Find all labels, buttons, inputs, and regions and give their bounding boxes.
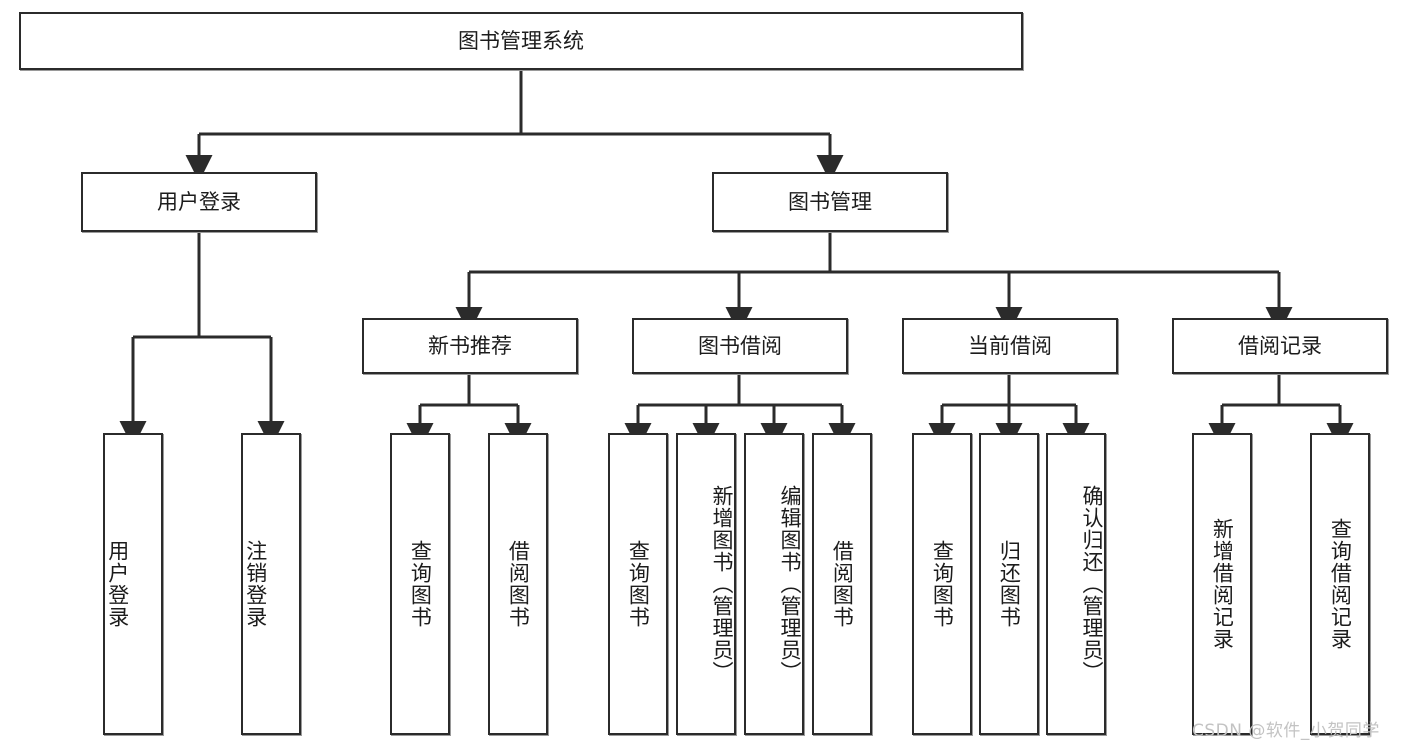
leaf-user-login[interactable]: 用户登录 [103,433,163,735]
watermark-text: CSDN @软件_小贺同学 [1192,721,1380,741]
node-label: 确认归还（管理员） [1080,485,1104,683]
node-label: 查询图书 [626,540,651,628]
node-label: 编辑图书（管理员） [778,485,802,683]
node-label: 查询借阅记录 [1328,518,1353,650]
node-new-book-recommendation[interactable]: 新书推荐 [362,318,578,374]
leaf-return-book[interactable]: 归还图书 [979,433,1039,735]
leaf-borrow-book[interactable]: 借阅图书 [812,433,872,735]
node-borrow-record[interactable]: 借阅记录 [1172,318,1388,374]
leaf-edit-book-admin[interactable]: 编辑图书（管理员） [744,433,804,735]
node-label: 归还图书 [997,540,1022,628]
node-label: 新书推荐 [428,333,512,358]
leaf-confirm-return-admin[interactable]: 确认归还（管理员） [1046,433,1106,735]
node-book-management[interactable]: 图书管理 [712,172,948,232]
leaf-logout[interactable]: 注销登录 [241,433,301,735]
node-label: 用户登录 [157,189,241,214]
leaf-add-borrow-record[interactable]: 新增借阅记录 [1192,433,1252,735]
node-label: 图书借阅 [698,333,782,358]
node-label: 图书管理系统 [458,28,584,53]
node-label: 借阅图书 [506,540,531,628]
node-book-borrow[interactable]: 图书借阅 [632,318,848,374]
node-label: 借阅图书 [830,540,855,628]
node-label: 注销登录 [243,540,268,628]
leaf-query-borrow-record[interactable]: 查询借阅记录 [1310,433,1370,735]
node-current-borrow[interactable]: 当前借阅 [902,318,1118,374]
node-label: 图书管理 [788,189,872,214]
leaf-query-book-current[interactable]: 查询图书 [912,433,972,735]
node-label: 查询图书 [408,540,433,628]
leaf-add-book-admin[interactable]: 新增图书（管理员） [676,433,736,735]
node-label: 新增图书（管理员） [710,485,734,683]
node-label: 查询图书 [930,540,955,628]
node-user-login[interactable]: 用户登录 [81,172,317,232]
node-root-book-management-system[interactable]: 图书管理系统 [19,12,1023,70]
node-label: 当前借阅 [968,333,1052,358]
leaf-query-book-recommend[interactable]: 查询图书 [390,433,450,735]
leaf-query-book-borrow[interactable]: 查询图书 [608,433,668,735]
node-label: 新增借阅记录 [1210,518,1235,650]
node-label: 借阅记录 [1238,333,1322,358]
node-label: 用户登录 [105,540,130,628]
leaf-borrow-book-recommend[interactable]: 借阅图书 [488,433,548,735]
